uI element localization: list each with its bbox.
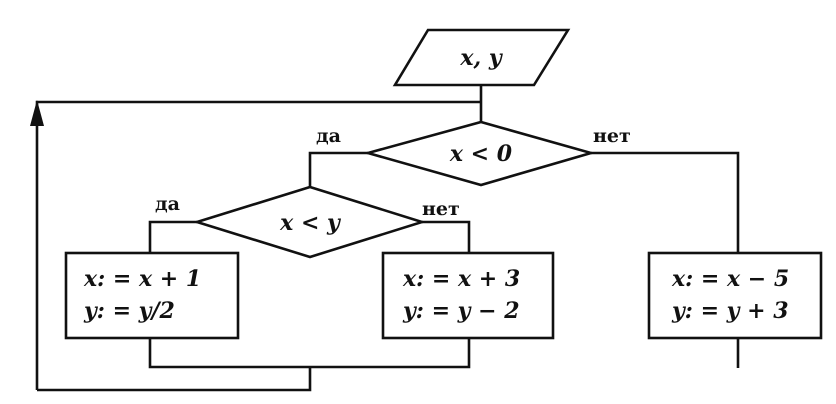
cond2-yes-label: да [155,193,180,215]
merge-line [148,338,471,369]
process-box-right: x: = x − 5 y: = y + 3 [647,251,823,340]
box-yes-line2: y: = y/2 [83,298,175,324]
condition-x-less-y: x < y [192,185,427,259]
connector-to-loop [37,367,312,392]
connectors [30,85,740,392]
process-box-yes: x: = x + 1 y: = y/2 [64,251,240,340]
connector-cond2-no [422,220,471,253]
arrow-up-icon [30,100,44,126]
cond1-yes-label: да [316,125,341,147]
connector-cond1-no [591,151,740,253]
input-text: x, y [459,45,503,71]
box-no-line1: x: = x + 3 [402,266,520,292]
condition2-text: x < y [279,210,342,236]
box-right-line1: x: = x − 5 [671,266,789,292]
condition1-text: x < 0 [449,141,513,167]
box-right-line2: y: = y + 3 [671,298,789,324]
cond1-no-label: нет [593,125,631,147]
condition-x-less-0: x < 0 [363,120,596,187]
cond2-no-label: нет [422,198,460,220]
box-no-line2: y: = y − 2 [402,298,520,324]
process-box-no: x: = x + 3 y: = y − 2 [381,251,555,340]
connector-cond2-yes [148,220,197,253]
box-yes-line1: x: = x + 1 [83,266,201,292]
input-block: x, y [392,28,571,87]
connector-cond1-yes [308,151,368,187]
